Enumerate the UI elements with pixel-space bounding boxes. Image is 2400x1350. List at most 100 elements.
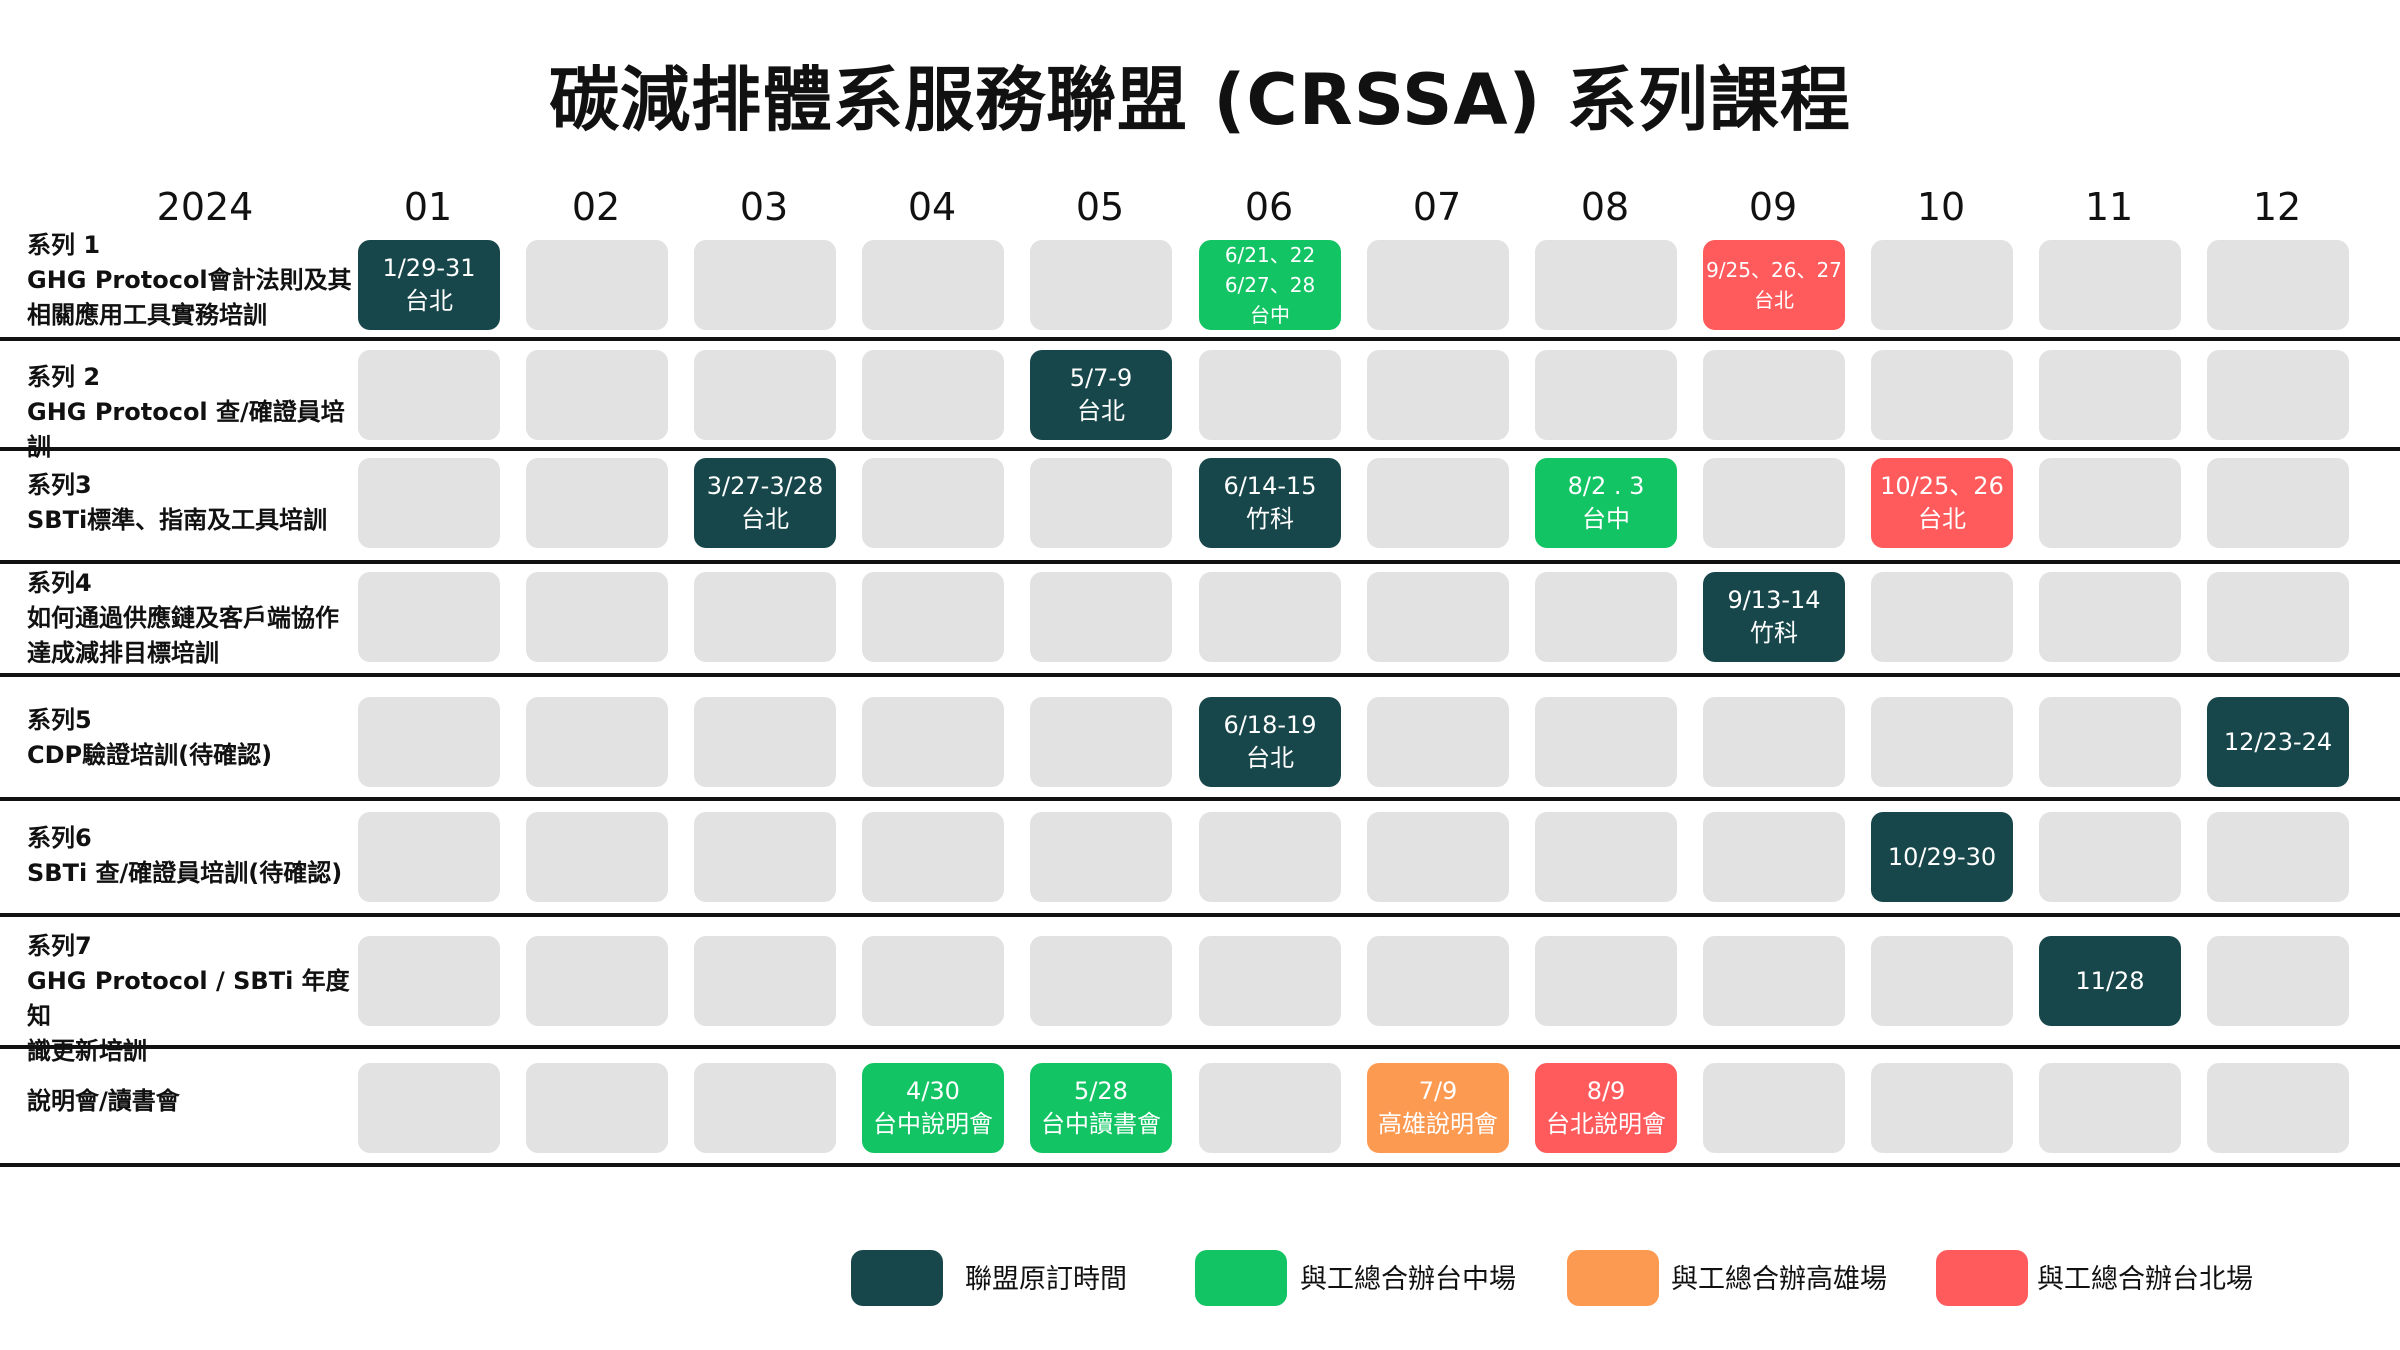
- year-header: 2024: [156, 185, 254, 229]
- empty-cell: [1535, 697, 1677, 787]
- empty-cell: [1871, 1063, 2013, 1153]
- empty-cell: [862, 697, 1004, 787]
- empty-cell: [526, 1063, 668, 1153]
- empty-cell: [1535, 350, 1677, 440]
- event-cell: 8/9 台北說明會: [1535, 1063, 1677, 1153]
- empty-cell: [1535, 240, 1677, 330]
- empty-cell: [1030, 572, 1172, 662]
- row-label-4: 系列4 如何通過供應鏈及客戶端協作 達成減排目標培訓: [27, 569, 339, 667]
- empty-cell: [1367, 458, 1509, 548]
- event-text: 9/13-14: [1727, 586, 1821, 614]
- empty-cell: [1703, 1063, 1845, 1153]
- month-header-07: 07: [1412, 185, 1462, 229]
- empty-cell: [358, 458, 500, 548]
- empty-cell: [1199, 572, 1341, 662]
- empty-cell: [1367, 240, 1509, 330]
- empty-cell: [2207, 936, 2349, 1026]
- legend-label-dark: 聯盟原訂時間: [965, 1264, 1127, 1295]
- empty-cell: [2207, 572, 2349, 662]
- month-header-11: 11: [2084, 185, 2134, 229]
- empty-cell: [358, 812, 500, 902]
- empty-cell: [526, 572, 668, 662]
- empty-cell: [2039, 697, 2181, 787]
- event-text: 台北: [1246, 744, 1294, 772]
- row-divider: [0, 1045, 2400, 1049]
- month-header-08: 08: [1580, 185, 1630, 229]
- empty-cell: [1703, 936, 1845, 1026]
- empty-cell: [1535, 936, 1677, 1026]
- legend-swatch-dark: [851, 1250, 943, 1306]
- empty-cell: [694, 1063, 836, 1153]
- row-label-6: 系列6 SBTi 查/確證員培訓(待確認): [27, 824, 343, 887]
- legend-label-orange: 與工總合辦高雄場: [1671, 1264, 1887, 1295]
- event-text: 台北: [405, 287, 453, 315]
- empty-cell: [358, 572, 500, 662]
- empty-cell: [1030, 936, 1172, 1026]
- empty-cell: [1535, 572, 1677, 662]
- empty-cell: [694, 240, 836, 330]
- empty-cell: [862, 350, 1004, 440]
- empty-cell: [1703, 350, 1845, 440]
- event-text: 台中讀書會: [1041, 1110, 1161, 1138]
- empty-cell: [1871, 350, 2013, 440]
- event-cell: 5/28 台中讀書會: [1030, 1063, 1172, 1153]
- event-text: 7/9: [1418, 1077, 1458, 1105]
- empty-cell: [694, 812, 836, 902]
- month-header-05: 05: [1075, 185, 1125, 229]
- event-text: 10/25、26: [1880, 472, 2004, 500]
- empty-cell: [1199, 1063, 1341, 1153]
- empty-cell: [694, 572, 836, 662]
- month-header-10: 10: [1916, 185, 1966, 229]
- empty-cell: [1703, 812, 1845, 902]
- empty-cell: [526, 697, 668, 787]
- empty-cell: [2207, 240, 2349, 330]
- row-divider: [0, 1163, 2400, 1167]
- empty-cell: [2039, 812, 2181, 902]
- row-label-5: 系列5 CDP驗證培訓(待確認): [27, 706, 273, 769]
- event-text: 8/2 . 3: [1567, 472, 1645, 500]
- row-label-2: 系列 2 GHG Protocol 查/確證員培訓: [27, 363, 345, 461]
- empty-cell: [526, 350, 668, 440]
- empty-cell: [1703, 458, 1845, 548]
- empty-cell: [2207, 458, 2349, 548]
- legend-label-red: 與工總合辦台北場: [2037, 1264, 2253, 1295]
- empty-cell: [358, 936, 500, 1026]
- empty-cell: [2039, 350, 2181, 440]
- row-label-8: 說明會/讀書會: [27, 1087, 180, 1115]
- empty-cell: [694, 697, 836, 787]
- empty-cell: [2207, 350, 2349, 440]
- empty-cell: [1367, 572, 1509, 662]
- empty-cell: [1199, 812, 1341, 902]
- event-cell: 11/28: [2039, 936, 2181, 1026]
- empty-cell: [526, 936, 668, 1026]
- event-text: 9/25、26、27: [1706, 258, 1842, 282]
- empty-cell: [1871, 572, 2013, 662]
- event-text: 台中說明會: [873, 1110, 993, 1138]
- empty-cell: [358, 697, 500, 787]
- empty-cell: [2039, 240, 2181, 330]
- event-text: 台北說明會: [1546, 1110, 1666, 1138]
- event-text: 竹科: [1246, 505, 1294, 533]
- event-text: 5/28: [1074, 1077, 1128, 1105]
- empty-cell: [1871, 697, 2013, 787]
- empty-cell: [1030, 458, 1172, 548]
- empty-cell: [526, 458, 668, 548]
- month-header-03: 03: [739, 185, 789, 229]
- empty-cell: [1703, 697, 1845, 787]
- empty-cell: [1199, 350, 1341, 440]
- empty-cell: [694, 350, 836, 440]
- event-text: 台中: [1582, 505, 1630, 533]
- empty-cell: [1535, 812, 1677, 902]
- event-cell: 10/29-30: [1871, 812, 2013, 902]
- row-divider: [0, 797, 2400, 801]
- empty-cell: [862, 812, 1004, 902]
- empty-cell: [1871, 240, 2013, 330]
- legend-swatch-red: [1936, 1250, 2028, 1306]
- event-text: 12/23-24: [2223, 727, 2333, 756]
- event-text: 8/9: [1586, 1077, 1626, 1105]
- empty-cell: [862, 240, 1004, 330]
